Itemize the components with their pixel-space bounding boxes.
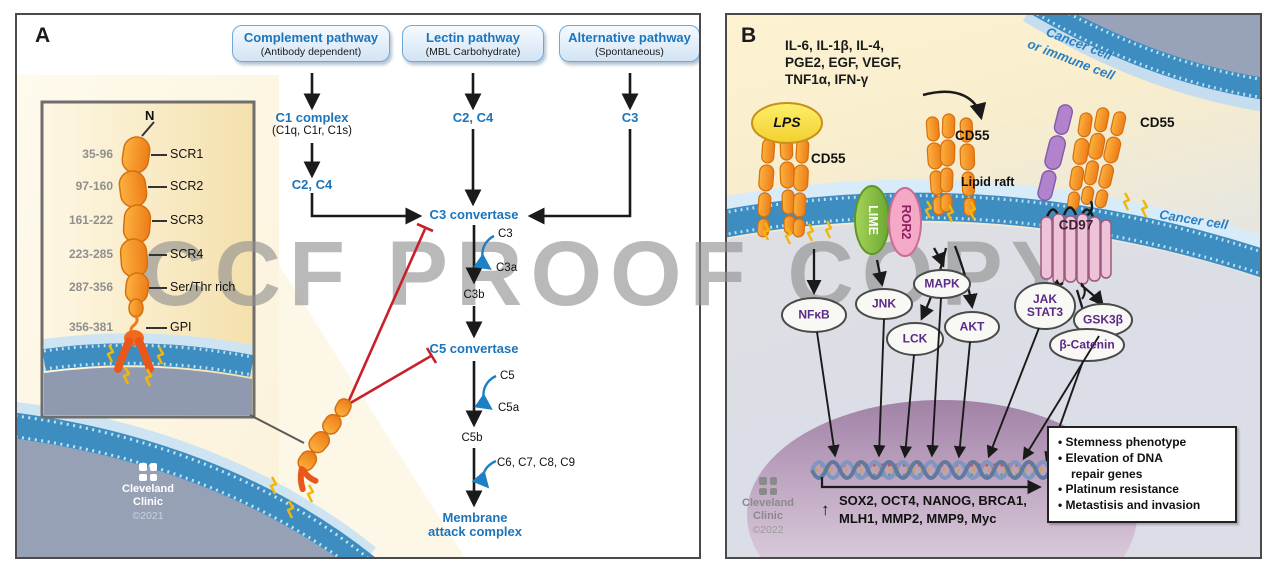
inhibition-lines bbox=[345, 222, 438, 407]
outcome-item: • Platinum resistance bbox=[1058, 482, 1179, 497]
other-cell-membrane bbox=[1032, 15, 1260, 100]
cleveland-clinic-logo-icon bbox=[759, 477, 777, 495]
lipid-raft-label: Lipid raft bbox=[961, 175, 1015, 189]
lightning-bolts bbox=[106, 344, 165, 387]
c5-convertase-label: C5 convertase bbox=[429, 341, 519, 356]
domain-label: SCR1 bbox=[170, 147, 204, 161]
cytokine-arrow bbox=[922, 90, 987, 121]
panel-a-label: A bbox=[35, 24, 51, 47]
cd97-label: CD97 bbox=[1058, 217, 1094, 233]
outcome-item-wrap: repair genes bbox=[1071, 466, 1143, 481]
cascade-arrows bbox=[303, 73, 639, 508]
domain-range: 223-285 bbox=[68, 247, 113, 261]
lectin-pathway-subtitle: (MBL Carbohydrate) bbox=[425, 46, 521, 58]
dna-to-results-arrow bbox=[820, 477, 1042, 495]
upregulation-arrow: ↑ bbox=[821, 500, 830, 519]
domain-range: 287-356 bbox=[68, 280, 113, 294]
c3b-label: C3b bbox=[463, 289, 485, 301]
domain-label: SCR4 bbox=[170, 247, 204, 261]
c5-label: C5 bbox=[500, 370, 515, 382]
lime-label: LIME bbox=[865, 205, 880, 235]
n-terminus-label: N bbox=[145, 108, 155, 123]
lck-node: LCK bbox=[902, 331, 928, 346]
panel-a-foreground-art bbox=[106, 73, 639, 519]
cytokines-line2: PGE2, EGF, VEGF, bbox=[785, 55, 902, 70]
mac-label-line2: attack complex bbox=[428, 524, 522, 539]
signaling-nodes bbox=[781, 269, 1133, 362]
cd55-middle-label: CD55 bbox=[955, 128, 990, 143]
cd55-molecule-membrane bbox=[297, 398, 352, 493]
complement-pathway-title: Complement pathway bbox=[243, 30, 379, 45]
c3-top-label: C3 bbox=[621, 110, 639, 125]
nfkb-node: NFκB bbox=[798, 307, 830, 322]
outcome-item: • Stemness phenotype bbox=[1058, 435, 1187, 449]
ror2-oval bbox=[888, 187, 922, 257]
ror2-label: ROR2 bbox=[898, 204, 913, 240]
cancer-cell-membrane bbox=[727, 192, 1260, 278]
beta-catenin-node: β-Catenin bbox=[1059, 337, 1115, 352]
domain-label: Ser/Thr rich bbox=[170, 280, 236, 294]
gene-list-line2: MLH1, MMP2, MMP9, Myc bbox=[839, 511, 997, 526]
c1-components-label: (C1q, C1r, C1s) bbox=[272, 125, 352, 137]
outcome-item: • Elevation of DNA bbox=[1058, 450, 1163, 465]
c3-convertase-label: C3 convertase bbox=[429, 207, 519, 222]
lps-oval bbox=[751, 102, 823, 144]
alternative-pathway-subtitle: (Spontaneous) bbox=[595, 46, 664, 58]
domain-label: SCR3 bbox=[170, 213, 204, 227]
cd55-cluster-left bbox=[754, 135, 811, 238]
lectin-pathway-title: Lectin pathway bbox=[426, 30, 520, 45]
panel-b-label: B bbox=[741, 24, 757, 47]
cd55-left-label: CD55 bbox=[811, 151, 846, 166]
cd55-cluster-right bbox=[1064, 106, 1129, 212]
alternative-pathway-title: Alternative pathway bbox=[568, 30, 691, 45]
credit-cleveland-clinic-2021: Cleveland Clinic ©2021 bbox=[117, 463, 179, 522]
lps-label: LPS bbox=[773, 114, 801, 130]
complement-pathway-subtitle: (Antibody dependent) bbox=[260, 46, 362, 58]
panel-b-foreground-art bbox=[751, 90, 1149, 495]
c3a-label: C3a bbox=[496, 262, 518, 274]
cell-membrane bbox=[17, 412, 375, 557]
domain-range: 97-160 bbox=[75, 179, 113, 193]
c3-label: C3 bbox=[498, 228, 513, 240]
jak-stat3-node: JAK STAT3 bbox=[1026, 291, 1064, 319]
complement-pathway-box: Complement pathway (Antibody dependent) bbox=[232, 25, 390, 62]
lectin-pathway-box: Lectin pathway (MBL Carbohydrate) bbox=[402, 25, 544, 62]
domain-label: GPI bbox=[170, 320, 192, 334]
c5a-label: C5a bbox=[498, 402, 520, 414]
domain-range: 35-96 bbox=[82, 147, 113, 161]
inset-connector-line bbox=[249, 414, 305, 444]
akt-node: AKT bbox=[959, 319, 985, 334]
gene-list-line1: SOX2, OCT4, NANOG, BRCA1, bbox=[839, 493, 1027, 508]
c2c4-left-label: C2, C4 bbox=[291, 177, 333, 192]
mac-label-line1: Membrane bbox=[442, 510, 508, 525]
outcomes-box: • Stemness phenotype • Elevation of DNA … bbox=[1047, 426, 1237, 524]
c5b-label: C5b bbox=[461, 432, 483, 444]
cell-interior bbox=[17, 439, 336, 557]
c1-complex-label: C1 complex bbox=[275, 110, 349, 125]
c2c4-mid-label: C2, C4 bbox=[452, 110, 494, 125]
cleavage-arrows bbox=[471, 234, 497, 489]
mapk-node: MAPK bbox=[924, 276, 960, 291]
cytokines-line3: TNF1α, IFN-γ bbox=[785, 72, 869, 87]
dna-helix bbox=[810, 460, 1080, 480]
cd55-molecule-inset bbox=[106, 121, 167, 387]
c6-c9-label: C6, C7, C8, C9 bbox=[497, 457, 575, 469]
cytokines-line1: IL-6, IL-1β, IL-4, bbox=[785, 38, 884, 53]
gsk3b-node: GSK3β bbox=[1082, 312, 1124, 327]
domain-range: 356-381 bbox=[68, 320, 113, 334]
panel-a: A Complement pathway (Antibody dependent… bbox=[15, 13, 701, 559]
domain-label: SCR2 bbox=[170, 179, 204, 193]
purple-receptor bbox=[1037, 104, 1074, 201]
outcome-item: • Metastisis and invasion bbox=[1058, 498, 1201, 513]
panel-b: B IL-6, IL-1β, IL-4, PGE2, EGF, VEGF, TN… bbox=[725, 13, 1262, 559]
cleveland-clinic-logo-icon bbox=[139, 463, 157, 481]
jnk-node: JNK bbox=[871, 296, 897, 311]
alternative-pathway-box: Alternative pathway (Spontaneous) bbox=[559, 25, 699, 62]
credit-cleveland-clinic-2022: Cleveland Clinic ©2022 bbox=[737, 477, 799, 536]
inset-cell-interior bbox=[44, 367, 252, 415]
domain-range: 161-222 bbox=[68, 213, 113, 227]
cd55-right-label: CD55 bbox=[1140, 115, 1175, 130]
